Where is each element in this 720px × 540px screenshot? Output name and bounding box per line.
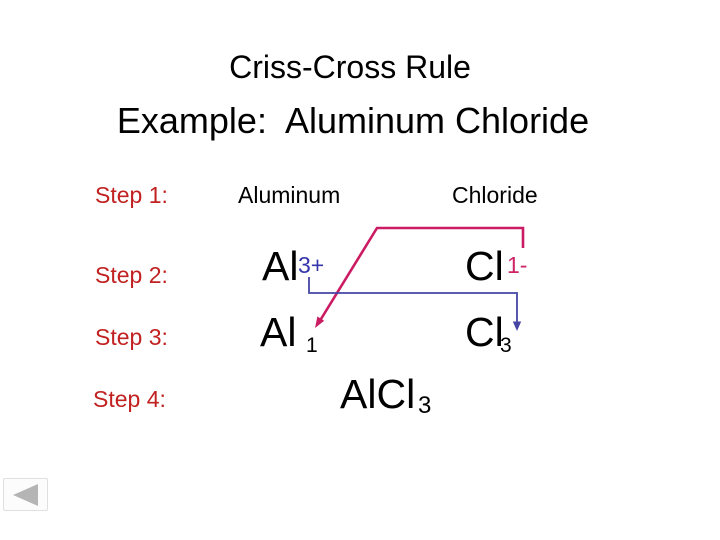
step2-al-symbol: Al — [262, 243, 299, 289]
step2-cl-charge: 1- — [507, 252, 528, 278]
step-3-label: Step 3: — [95, 324, 168, 350]
step4-formula: AlCl — [340, 371, 416, 417]
blue-arrowhead-icon — [512, 321, 522, 331]
step3-al-symbol: Al — [260, 309, 297, 355]
slide-title: Criss-Cross Rule — [229, 49, 471, 85]
step1-aluminum-name: Aluminum — [238, 182, 341, 208]
step-1-label: Step 1: — [95, 182, 168, 208]
step3-cl-symbol: Cl — [465, 309, 504, 355]
step-2-label: Step 2: — [95, 262, 168, 288]
back-button[interactable] — [3, 478, 48, 511]
step3-al-subscript: 1 — [306, 334, 318, 357]
magenta-arrowhead-icon — [315, 316, 325, 328]
step3-cl-subscript: 3 — [500, 334, 512, 357]
step-4-label: Step 4: — [93, 386, 166, 412]
step2-cl-symbol: Cl — [465, 243, 504, 289]
step4-formula-subscript: 3 — [418, 392, 432, 419]
slide-subtitle: Example: Aluminum Chloride — [116, 100, 590, 141]
step2-al-charge: 3+ — [298, 252, 325, 278]
step1-chloride-name: Chloride — [452, 182, 538, 208]
back-triangle-icon — [13, 484, 38, 506]
